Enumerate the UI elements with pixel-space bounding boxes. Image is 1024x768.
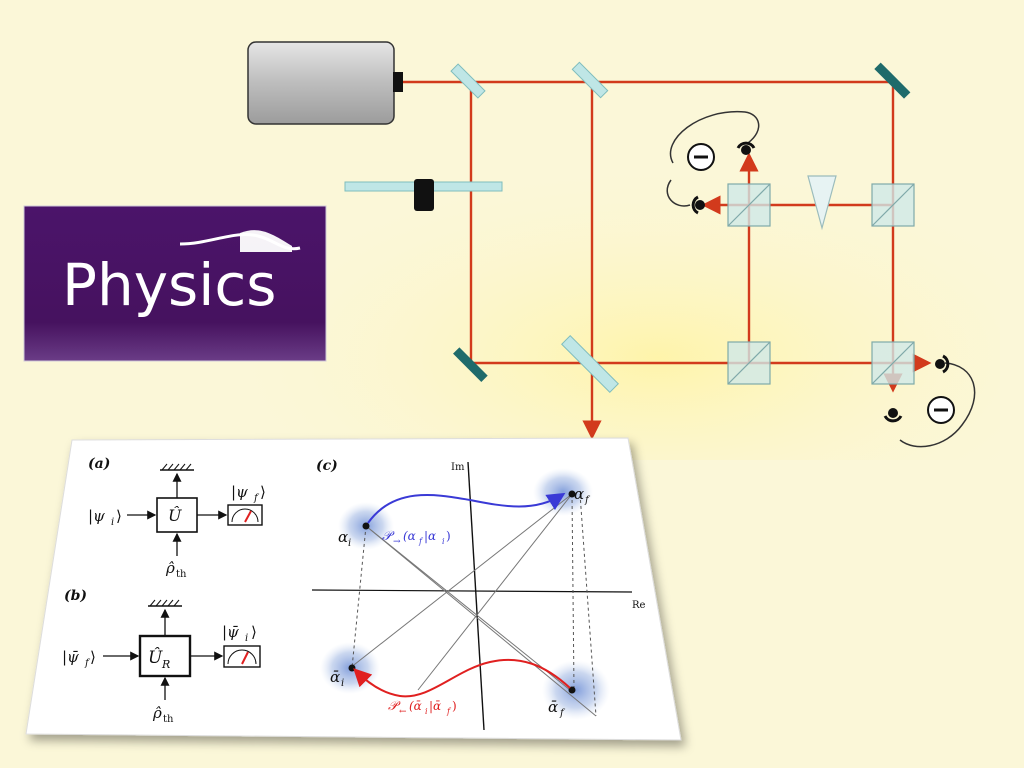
phase-modulator — [414, 179, 434, 211]
svg-text:i: i — [111, 517, 114, 528]
svg-text:th: th — [163, 714, 174, 725]
input-state-b: |ψ̄ — [62, 648, 79, 666]
svg-text:i: i — [425, 707, 428, 716]
thermal-a: ρ̂ — [165, 559, 175, 577]
panel-b: (b) Û R |ψ̄ f ⟩ |ψ̄ i ⟩ ρ̂ th — [62, 588, 261, 725]
svg-text:i: i — [341, 678, 344, 689]
svg-text:⟩: ⟩ — [116, 507, 122, 525]
beam-splitter-3 — [561, 335, 619, 393]
axis-im — [467, 461, 485, 731]
svg-text:f: f — [446, 707, 452, 716]
point-alphabar-i — [348, 664, 356, 672]
laser-aperture — [393, 72, 403, 92]
svg-text:f: f — [584, 495, 591, 506]
svg-text:): ) — [446, 529, 451, 543]
alphabar-f-label: ᾱ — [548, 698, 558, 716]
beam-splitter-1 — [450, 63, 486, 99]
panel-a: (a) Û |ψ i ⟩ |ψ f ⟩ ρ̂ th — [88, 456, 266, 580]
svg-text:⟩: ⟩ — [260, 483, 266, 501]
alpha-f-label: α — [574, 485, 584, 503]
input-state-a: |ψ — [88, 507, 105, 525]
svg-text:⟩: ⟩ — [90, 648, 96, 666]
point-alpha-f — [568, 490, 576, 498]
laser-source — [247, 41, 395, 125]
meter-icon — [223, 645, 261, 668]
svg-text:f: f — [84, 658, 91, 669]
svg-text:|α: |α — [424, 529, 436, 543]
logo-text: Physics — [62, 251, 277, 319]
axis-re-label: Re — [632, 600, 646, 611]
svg-text:f: f — [418, 537, 424, 546]
axis-re — [311, 589, 633, 593]
svg-text:f: f — [253, 493, 260, 504]
alpha-i-label: α — [338, 528, 348, 546]
svg-text:|ᾱ: |ᾱ — [429, 699, 441, 713]
meter-icon — [227, 504, 263, 526]
mirror-bottom-left — [453, 347, 488, 382]
beam-splitter-2 — [571, 61, 609, 99]
svg-text:): ) — [452, 699, 457, 713]
axis-im-label: Im — [451, 462, 465, 473]
cube-splitters — [727, 183, 915, 385]
diagonal-lines — [349, 493, 597, 717]
output-state-a: |ψ — [231, 483, 248, 501]
forward-path — [367, 492, 566, 524]
mirror-top-right — [874, 62, 911, 99]
point-alphabar-f — [568, 686, 576, 694]
reverse-path — [353, 658, 571, 698]
svg-text:(α: (α — [403, 529, 416, 543]
alphabar-i-label: ᾱ — [330, 668, 340, 686]
panel-c: (c) Im Re α — [311, 458, 646, 731]
svg-text:i: i — [442, 537, 445, 546]
svg-text:th: th — [176, 569, 187, 580]
svg-text:←: ← — [399, 707, 407, 717]
point-alpha-i — [362, 522, 370, 530]
unitary-box-b — [138, 634, 192, 678]
unitary-b: Û — [148, 647, 163, 668]
svg-text:⟩: ⟩ — [251, 623, 257, 641]
panel-b-label: (b) — [64, 588, 87, 604]
panel-c-label: (c) — [316, 458, 338, 474]
detector-pair-top — [666, 110, 760, 215]
svg-text:i: i — [245, 633, 248, 644]
optical-setup — [247, 41, 976, 448]
svg-text:R: R — [161, 658, 170, 671]
svg-text:→: → — [393, 537, 401, 547]
output-state-b: |ψ̄ — [222, 623, 239, 641]
thermal-b: ρ̂ — [152, 704, 162, 722]
panel-a-label: (a) — [88, 456, 110, 472]
dashed-projections — [351, 493, 597, 717]
svg-text:f: f — [559, 708, 566, 719]
unitary-a: Û — [168, 505, 182, 525]
svg-text:i: i — [348, 538, 351, 549]
detector-pair-bottom — [883, 354, 976, 448]
svg-text:(ᾱ: (ᾱ — [409, 699, 422, 713]
physics-logo: Physics — [23, 205, 327, 362]
background-glow — [240, 120, 1000, 460]
prism — [807, 175, 837, 231]
